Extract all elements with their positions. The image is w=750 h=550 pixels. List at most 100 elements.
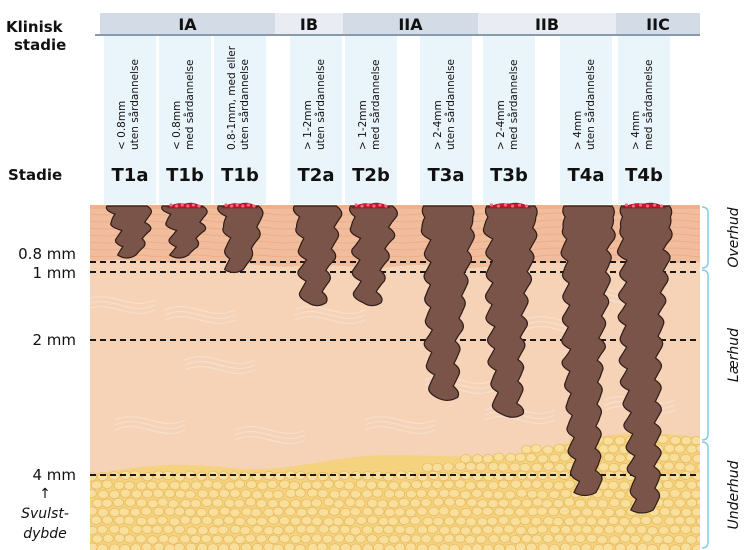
depth-label: 0.8 mm [18,245,76,263]
stage-code: T2b [352,165,390,186]
ulcer-dot [631,204,636,208]
layer-label: Underhud [726,460,742,529]
stage-label: Stadie [8,166,62,184]
ulcer-dot [510,204,515,208]
tumor-body [616,205,673,514]
layer-bracket: Underhud [701,441,742,549]
stage-code: T3b [490,165,528,186]
stage-group-label: IIA [398,15,423,34]
stage-group-label: IIB [535,15,559,34]
ulcer-dot [384,204,388,208]
stage-group-cell [343,13,478,34]
column-shade [560,36,612,204]
ulcer-dot [180,203,184,207]
tumor-body [161,205,208,259]
ulcer-dot [652,203,657,207]
layer-bracket: Lærhud [701,269,742,441]
ulcer-dot [503,203,508,207]
tumor-body [420,205,475,401]
tumor-depth-label-line1: Svulst- [21,506,69,522]
stage-desc-line2: uten sårdannelse [444,59,457,150]
skin-surface [90,205,700,209]
column-shade [290,36,342,204]
clinical-stage-header: IA IB IIA IIB IIC [100,13,700,34]
tumor-depth-arrow: ↑ [39,486,51,502]
ulcer-dot [197,204,201,208]
ulcer-dot [354,203,358,207]
ulcer-dot [496,204,501,208]
stage-desc-line2: uten sårdannelse [128,59,141,150]
stage-desc-line1: < 0.8mm [116,101,128,150]
ulcer-dot [645,204,650,208]
depth-labels: 0.8 mm1 mm2 mm4 mm [18,245,76,484]
ulcer-dot [186,204,190,208]
tumor [161,202,208,259]
ulcer-dot [372,204,376,208]
tumor-body [292,205,343,307]
stage-group-label: IA [178,15,197,34]
tumor [560,205,616,497]
tumor [105,205,152,259]
stage-code: T4b [625,165,663,186]
depth-label: 1 mm [32,264,76,282]
stage-group-label: IB [300,15,318,34]
ulcer-dot [246,203,250,207]
stage-code: T1b [221,165,259,186]
stage-code: T1a [112,165,149,186]
layer-bracket: Overhud [701,206,742,269]
stage-desc-line1: 0.8-1mm, med eller [226,45,238,150]
stage-desc-line2: uten sårdannelse [314,59,327,150]
ulcer-dot [660,204,664,208]
ulcer-dot [638,203,643,207]
stage-group-cell [275,13,343,34]
tumor [482,202,538,418]
layer-label: Overhud [726,207,742,267]
tumor-body [217,205,264,274]
stage-code: T4a [568,165,605,186]
tumor [349,202,398,307]
ulcer-dot [378,203,382,207]
tumor-body [105,205,152,259]
ulcer-dot [366,203,370,207]
stage-desc-line1: > 2-4mm [432,100,444,150]
tumor-body [482,205,538,418]
clinical-stage-label: Klinisk stadie [6,18,68,54]
stage-group-label: IIC [646,15,670,34]
ulcer-dot [525,204,529,208]
ulcer-dot [624,203,629,207]
column-shade [159,36,211,204]
stage-desc-line2: med sårdannelse [183,60,196,150]
tumor [420,205,475,401]
depth-lines [90,261,698,476]
column-shade [420,36,472,204]
ulcer-dot [224,203,228,207]
ulcer-dot [230,204,234,208]
stage-desc-line1: > 1-2mm [357,100,369,150]
column-shade [345,36,397,204]
ulcer-dot [489,203,493,207]
column-shade [104,36,156,204]
ulcer-dot [169,203,173,207]
stage-desc-line2: med sårdannelse [369,60,382,150]
stage-code: T3a [428,165,465,186]
column-shading [104,36,670,204]
ulcer-dot [235,203,239,207]
column-shade [483,36,535,204]
ulcer-dot [191,203,195,207]
tumor [217,202,264,274]
ulcer-dot [360,204,364,208]
stage-group-cell [100,13,275,34]
stage-desc-line2: uten sårdannelse [584,59,597,150]
stage-desc-line2: med sårdannelse [507,60,520,150]
